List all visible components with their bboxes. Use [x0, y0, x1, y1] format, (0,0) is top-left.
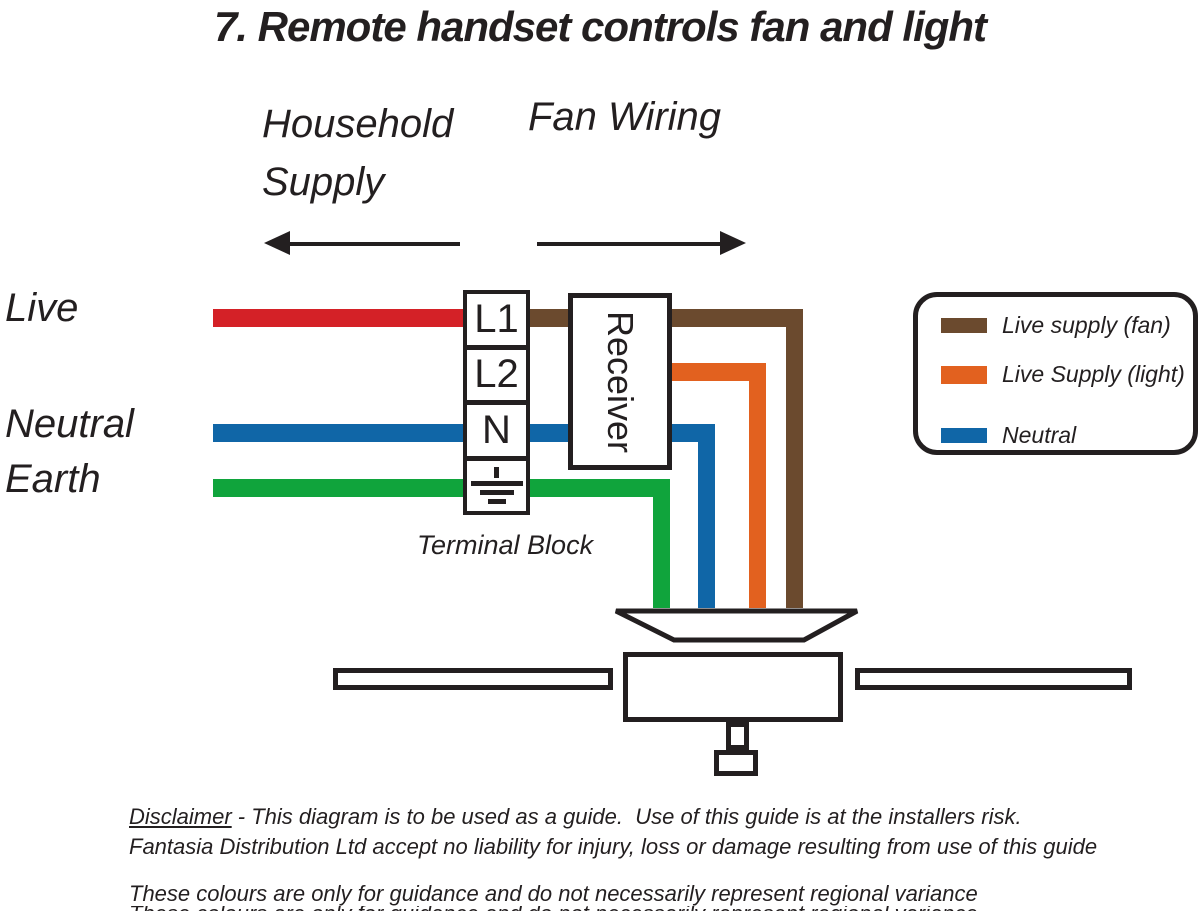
household-supply-heading: Household Supply	[262, 102, 454, 204]
page-title: 7. Remote handset controls fan and light	[213, 3, 987, 50]
terminal-cell-earth	[467, 461, 526, 512]
fan-switch-housing	[714, 750, 758, 776]
terminal-block: L1 L2 N	[463, 290, 530, 515]
terminal-cell-n: N	[467, 405, 526, 461]
legend-label: Neutral	[1002, 422, 1077, 448]
earth-symbol-icon	[470, 467, 523, 505]
terminal-block-caption: Terminal Block	[417, 530, 594, 560]
live-wire	[213, 309, 465, 327]
terminal-cell-l1: L1	[467, 294, 526, 350]
light-live-wire-horizontal	[672, 363, 766, 381]
fan-motor-body	[623, 652, 843, 722]
left-arrow-icon	[264, 231, 290, 255]
fan-blade-left	[333, 668, 613, 690]
guidance-note-line: These colours are only for guidance and …	[129, 881, 978, 906]
legend-row-neutral: Neutral	[941, 422, 1076, 449]
light-live-wire-vertical	[749, 363, 766, 608]
earth-label: Earth	[5, 457, 101, 501]
neutral-wire	[213, 424, 465, 442]
cutoff-text-line: These colours are only for guidance and …	[129, 906, 1129, 911]
fan-canopy	[614, 608, 859, 643]
earth-out-wire-horizontal	[530, 479, 670, 497]
brown-swatch	[941, 318, 987, 333]
earth-wire	[213, 479, 465, 497]
fan-blade-right	[855, 668, 1132, 690]
fan-wiring-heading: Fan Wiring	[528, 95, 722, 139]
blue-swatch	[941, 428, 987, 443]
receiver-label: Receiver	[600, 310, 641, 453]
neutral-out-wire-vertical	[698, 424, 715, 608]
legend-box: Live supply (fan) Live Supply (light) Ne…	[913, 292, 1198, 455]
legend-label: Live Supply (light)	[1002, 361, 1185, 387]
live-label: Live	[5, 286, 79, 330]
disclaimer-line-1: Disclaimer - This diagram is to be used …	[129, 804, 1022, 829]
fan-wiring-arrow-line	[537, 242, 722, 246]
receiver-box: Receiver	[568, 293, 672, 470]
household-supply-arrow-line	[288, 242, 460, 246]
fan-live-wire-vertical	[786, 309, 803, 608]
legend-row-fan-live: Live supply (fan)	[941, 312, 1171, 339]
fan-switch-stem	[726, 722, 749, 750]
neutral-label: Neutral	[5, 402, 134, 446]
legend-label: Live supply (fan)	[1002, 312, 1171, 338]
orange-swatch	[941, 365, 987, 384]
legend-row-light-live: Live Supply (light)	[941, 361, 1185, 388]
terminal-cell-l2: L2	[467, 350, 526, 405]
disclaimer-word: Disclaimer	[129, 804, 232, 829]
earth-out-wire-vertical	[653, 479, 670, 608]
right-arrow-icon	[720, 231, 746, 255]
disclaimer-line-2: Fantasia Distribution Ltd accept no liab…	[129, 834, 1098, 859]
